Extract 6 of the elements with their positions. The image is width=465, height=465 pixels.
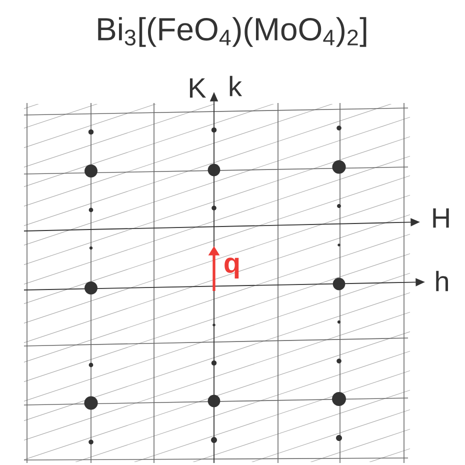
title: Bi$_{3}$[(FeO$_{4}$)(MoO$_{4}$)$_{2}$] bbox=[98, 17, 366, 47]
axis-label: h bbox=[436, 270, 448, 292]
axis-label: K bbox=[190, 78, 206, 98]
axis-label: k bbox=[230, 76, 242, 96]
axis-label: q bbox=[224, 258, 239, 278]
axis-label: H bbox=[433, 208, 449, 228]
